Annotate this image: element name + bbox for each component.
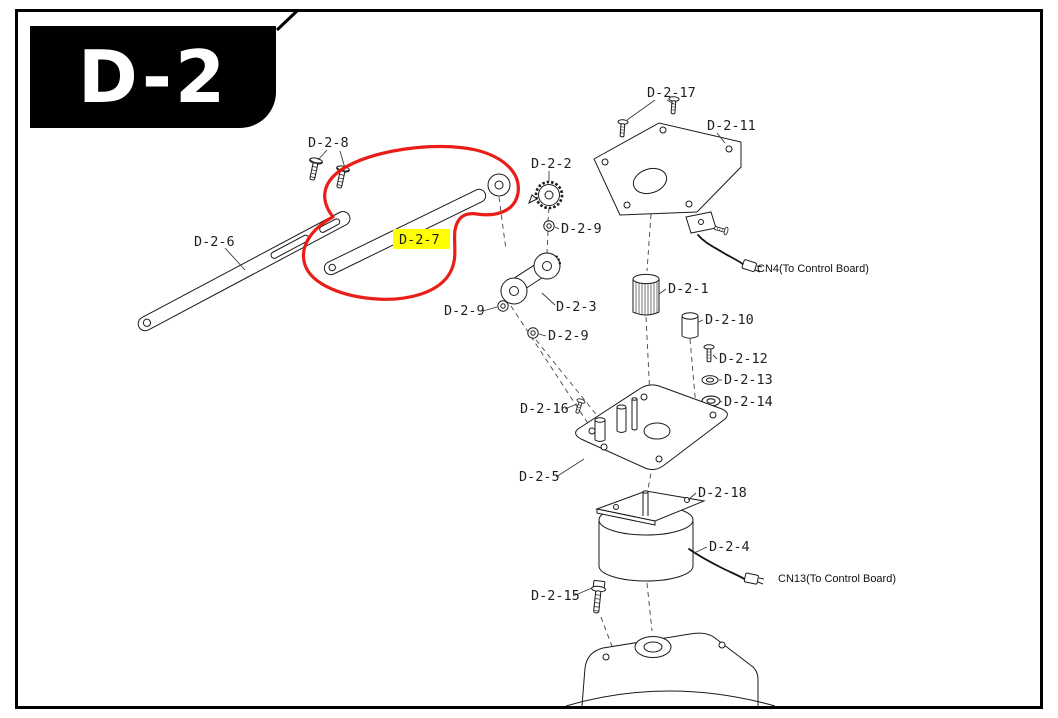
part-d-2-5-base-plate [575,384,728,471]
label-d-2-12: D-2-12 [719,351,768,367]
ring-d-2-9-c [527,327,539,339]
ring-d-2-9-b [497,300,509,312]
label-d-2-5: D-2-5 [519,469,560,485]
part-housing-base [565,632,776,707]
label-d-2-7: D-2-7 [399,232,440,248]
highlight-d-2-7 [393,229,450,249]
label-d-2-11: D-2-11 [707,118,756,134]
screw-d-2-8-a [305,156,324,182]
part-d-2-3-cam-lever [500,252,562,305]
label-cn13: CN13(To Control Board) [778,573,896,585]
label-d-2-1: D-2-1 [668,281,709,297]
cn4-cable [697,234,745,266]
label-d-2-13: D-2-13 [724,372,773,388]
frame-corner-diagonal [275,9,299,32]
cn13-connector [743,572,765,585]
label-d-2-3: D-2-3 [556,299,597,315]
label-d-2-8: D-2-8 [308,135,349,151]
label-d-2-4: D-2-4 [709,539,750,555]
title-block: D-2 [30,26,276,128]
cn4-mount-tab [685,211,717,234]
part-d-2-6-lever [137,211,351,332]
label-d-2-9-b: D-2-9 [444,303,485,319]
label-d-2-17: D-2-17 [647,85,696,101]
label-d-2-9-a: D-2-9 [561,221,602,237]
plate-guide-pins [594,397,638,442]
screw-d-2-15 [591,580,607,614]
label-d-2-14: D-2-14 [724,394,773,410]
screw-d-2-17-a [616,118,629,138]
screw-d-2-12 [703,344,715,363]
cn13-cable [688,548,747,581]
ring-d-2-9-a [543,220,555,232]
label-cn4: CN4(To Control Board) [757,263,869,275]
label-d-2-6: D-2-6 [194,234,235,250]
page-frame [15,9,1043,709]
part-d-2-10-spacer [681,312,699,339]
label-d-2-2: D-2-2 [531,156,572,172]
part-d-2-2-gear [528,180,564,210]
red-annotation-circle [301,144,520,301]
label-d-2-9-c: D-2-9 [548,328,589,344]
label-d-2-18: D-2-18 [698,485,747,501]
part-d-2-7-lever [323,173,511,276]
label-d-2-10: D-2-10 [705,312,754,328]
screw-d-2-16 [572,397,587,415]
washer-d-2-13 [701,375,719,385]
label-d-2-16: D-2-16 [520,401,569,417]
part-d-2-18-mount-plate [595,490,706,526]
motor-shaft [642,490,649,516]
leader-lines [224,99,726,597]
page-title: D-2 [77,35,229,119]
part-d-2-1-knurled-cylinder [632,273,660,316]
cn4-connector [741,259,763,273]
label-d-2-15: D-2-15 [531,588,580,604]
part-d-2-11-bracket [593,122,742,216]
